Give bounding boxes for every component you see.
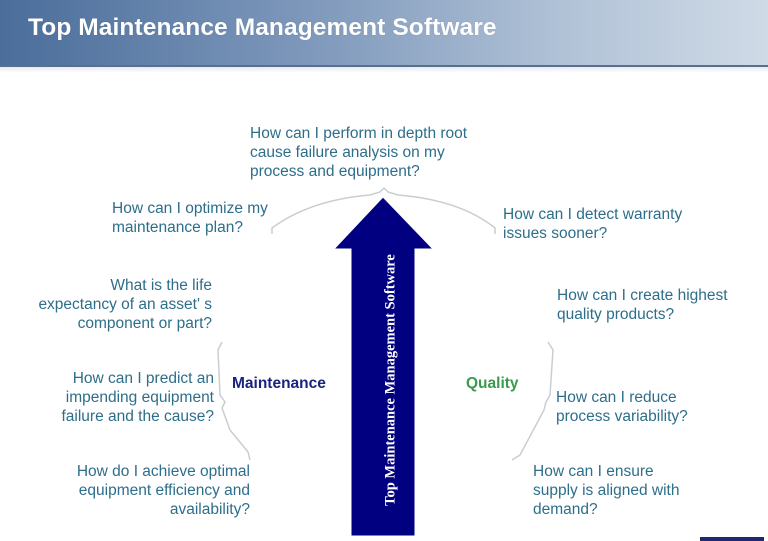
question-optimize-plan: How can I optimize my maintenance plan? — [112, 200, 268, 236]
question-life-expectancy: What is the life expectancy of an asset'… — [38, 277, 212, 332]
question-supply-demand: How can I ensure supply is aligned with … — [533, 463, 680, 518]
question-predict-failure: How can I predict an impending equipment… — [61, 370, 214, 425]
question-highest-quality: How can I create highest quality product… — [557, 287, 728, 323]
question-root-cause: How can I perform in depth root cause fa… — [250, 125, 468, 180]
page-title: Top Maintenance Management Software — [28, 14, 497, 41]
arrow-label: Top Maintenance Management Software — [382, 254, 399, 506]
category-quality: Quality — [466, 375, 519, 392]
question-equipment-efficiency: How do I achieve optimal equipment effic… — [76, 463, 250, 518]
arrow-up-icon — [332, 196, 435, 537]
question-warranty-issues: How can I detect warranty issues sooner? — [503, 206, 683, 242]
quality-brace — [511, 341, 554, 461]
title-banner: Top Maintenance Management Software — [0, 0, 768, 67]
corner-accent-bar — [700, 537, 764, 541]
question-process-variability: How can I reduce process variability? — [556, 389, 688, 425]
category-maintenance: Maintenance — [232, 375, 326, 392]
maintenance-brace — [217, 341, 251, 461]
banner-shadow — [0, 67, 768, 73]
top-arc-brace — [271, 186, 496, 234]
